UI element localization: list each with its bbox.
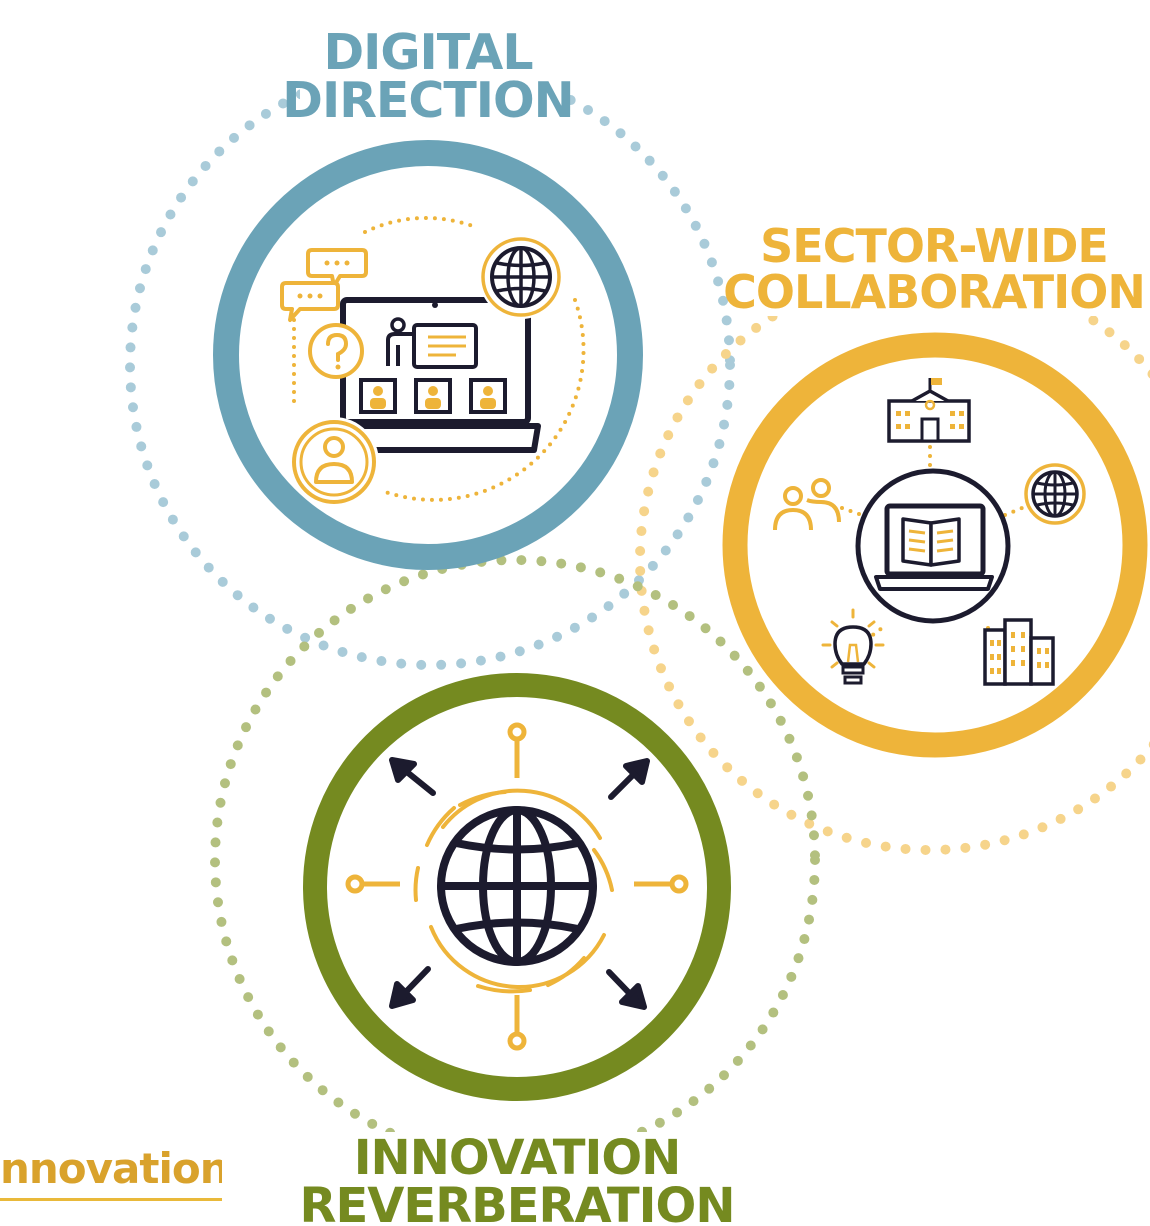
sector-dotted-ring	[635, 265, 1150, 855]
globe-icon	[1024, 463, 1086, 525]
innovation-reverberation-section: INNOVATION REVERBERATION	[300, 673, 735, 1226]
innovation-dotted-ring	[210, 555, 820, 1165]
question-icon	[308, 323, 364, 379]
digital-title-line2: DIRECTION	[282, 72, 573, 129]
laptop-book-icon	[855, 468, 1011, 624]
globe-icon	[479, 235, 563, 319]
person-icon	[289, 417, 379, 507]
digital-title-line1: DIGITAL	[323, 24, 532, 81]
chat-bubble-icon	[280, 248, 368, 322]
innovation-link-text: nnovation	[0, 1146, 222, 1193]
sector-title-line1: SECTOR-WIDE	[760, 219, 1108, 273]
laptop-presentation-icon	[327, 297, 541, 453]
innovation-title-line1: INNOVATION	[354, 1130, 681, 1186]
sector-title-line2: COLLABORATION	[723, 265, 1145, 319]
globe-icon	[437, 806, 597, 966]
lightbulb-icon	[821, 608, 885, 685]
people-icon	[773, 478, 841, 531]
node-icon	[345, 722, 689, 1051]
office-buildings-icon	[983, 618, 1055, 686]
sector-collaboration-section: SECTOR-WIDE COLLABORATION	[722, 219, 1148, 758]
digital-dotted-ring	[125, 60, 735, 670]
digital-direction-section: DIGITAL DIRECTION	[213, 24, 643, 570]
innovation-link[interactable]: nnovation	[0, 1146, 222, 1201]
innovation-title-line2: REVERBERATION	[300, 1178, 735, 1226]
arrow-icon	[389, 757, 650, 1010]
school-building-icon	[887, 378, 971, 443]
